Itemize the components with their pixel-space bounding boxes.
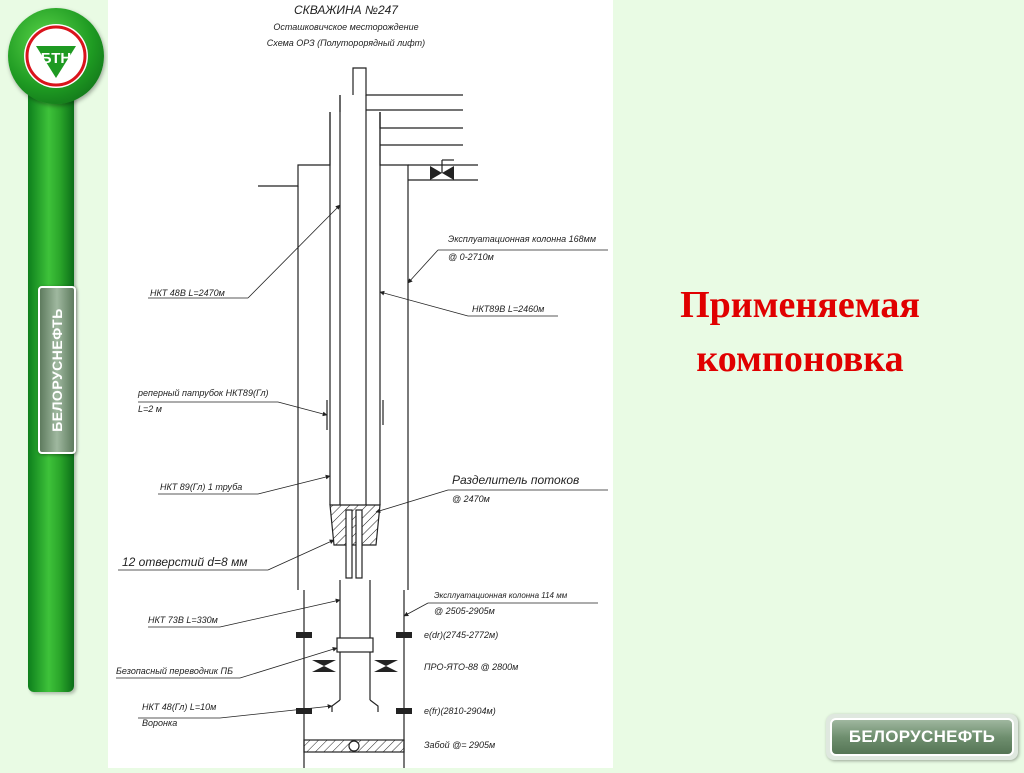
label-perforation-1: e(dr)(2745-2772м) (424, 630, 498, 640)
label-packer: ПРО-ЯТО-88 @ 2800м (424, 662, 518, 672)
brand-logo-button[interactable]: БЕЛОРУСНЕФТЬ (826, 714, 1018, 760)
side-brand-badge: БЕЛОРУСНЕФТЬ (38, 286, 76, 454)
label-bottom-hole: Забой @= 2905м (424, 740, 495, 750)
btn-emblem-glyph: БТН (25, 25, 87, 87)
label-safety-sub: Безопасный переводник ПБ (116, 666, 233, 676)
label-casing168-a: Эксплуатационная колонна 168мм (448, 234, 596, 244)
label-casing114-a: Эксплуатационная колонна 114 мм (434, 591, 568, 600)
label-nkt48: НКТ 48В L=2470м (150, 288, 225, 298)
drawing-subtitle-scheme: Схема ОРЗ (Полуторорядный лифт) (267, 38, 425, 48)
brand-logo-label: БЕЛОРУСНЕФТЬ (848, 727, 996, 746)
leader-lines (116, 204, 608, 719)
drawing-subtitle-field: Осташковичское месторождение (273, 22, 418, 32)
label-nkt89b: НКТ89В L=2460м (472, 304, 544, 314)
label-reper-a: реперный патрубок НКТ89(Гл) (137, 388, 269, 398)
brand-logo-face: БЕЛОРУСНЕФТЬ (830, 718, 1014, 756)
label-separator: Разделитель потоков (452, 473, 579, 487)
well-schematic-drawing: СКВАЖИНА №247 Осташковичское месторожден… (108, 0, 613, 768)
label-holes: 12 отверстий d=8 мм (122, 555, 248, 569)
label-casing114-b: @ 2505-2905м (434, 606, 495, 616)
left-sidebar: БТН БЕЛОРУСНЕФТЬ (0, 0, 108, 768)
side-brand-label: БЕЛОРУСНЕФТЬ (49, 308, 65, 432)
well-schematic-svg: СКВАЖИНА №247 Осташковичское месторожден… (116, 3, 608, 768)
label-perforation-2: e(fr)(2810-2904м) (424, 706, 496, 716)
slide-title-line-1: Применяемая (680, 284, 920, 326)
label-reper-b: L=2 м (138, 404, 162, 414)
label-separator-depth: @ 2470м (452, 494, 490, 504)
label-nkt73: НКТ 73В L=330м (148, 615, 218, 625)
slide-title: Применяемая компоновка (640, 278, 960, 386)
slide-title-line-2: компоновка (696, 338, 904, 380)
valve-icon (430, 159, 454, 180)
packer-marks (296, 632, 412, 714)
logo-letters: БТН (41, 50, 71, 67)
btn-emblem-icon: БТН (8, 8, 104, 104)
well-structure-lines (258, 67, 478, 768)
drawing-title: СКВАЖИНА №247 (294, 3, 399, 17)
label-funnel: Воронка (142, 718, 177, 728)
label-casing168-b: @ 0-2710м (448, 252, 494, 262)
label-nkt89gl: НКТ 89(Гл) 1 труба (160, 482, 242, 492)
label-nkt48gl: НКТ 48(Гл) L=10м (142, 702, 216, 712)
logo-inner-circle: БТН (24, 24, 88, 88)
